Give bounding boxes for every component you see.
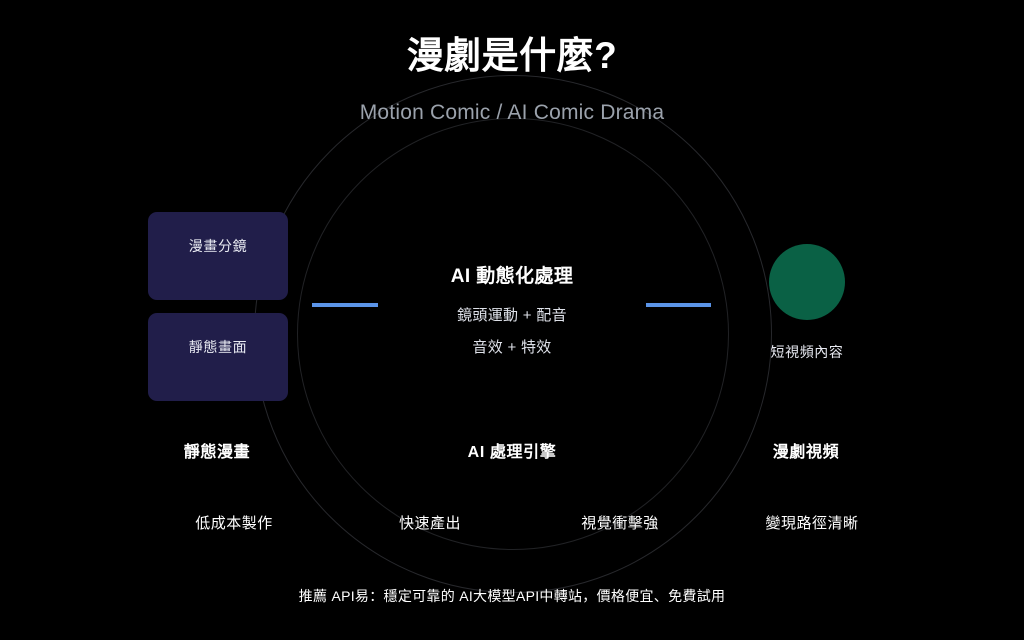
page-title: 漫劇是什麼? xyxy=(406,35,618,76)
center-process-title: AI 動態化處理 xyxy=(450,266,574,287)
center-process-detail-1: 鏡頭運動 + 配音 xyxy=(457,307,567,324)
feature-fast-output: 快速產出 xyxy=(398,515,461,532)
output-node-circle xyxy=(769,244,845,320)
source-card-label: 漫畫分鏡 xyxy=(188,238,248,254)
source-card-comic-storyboard[interactable]: 漫畫分鏡 xyxy=(148,212,288,300)
background-ring-inner xyxy=(297,118,729,550)
footer-note: 推薦 API易：穩定可靠的 AI大模型API中轉站，價格便宜、免費試用 xyxy=(298,588,726,604)
connector-line-right xyxy=(646,303,711,307)
output-node-label: 短視頻內容 xyxy=(770,344,844,360)
feature-monetization-path: 變現路徑清晰 xyxy=(765,515,859,532)
page-subtitle: Motion Comic / AI Comic Drama xyxy=(359,101,665,124)
source-card-static-frame[interactable]: 靜態畫面 xyxy=(148,313,288,401)
stage-label-comic-drama-video: 漫劇視頻 xyxy=(772,444,840,461)
source-card-label: 靜態畫面 xyxy=(188,339,248,355)
stage-label-static-comic: 靜態漫畫 xyxy=(183,444,251,461)
feature-visual-impact: 視覺衝擊強 xyxy=(581,515,659,532)
feature-low-cost: 低成本製作 xyxy=(195,515,273,532)
stage-label-ai-engine: AI 處理引擎 xyxy=(467,444,557,461)
center-process-detail-2: 音效 + 特效 xyxy=(472,339,552,356)
connector-line-left xyxy=(312,303,378,307)
